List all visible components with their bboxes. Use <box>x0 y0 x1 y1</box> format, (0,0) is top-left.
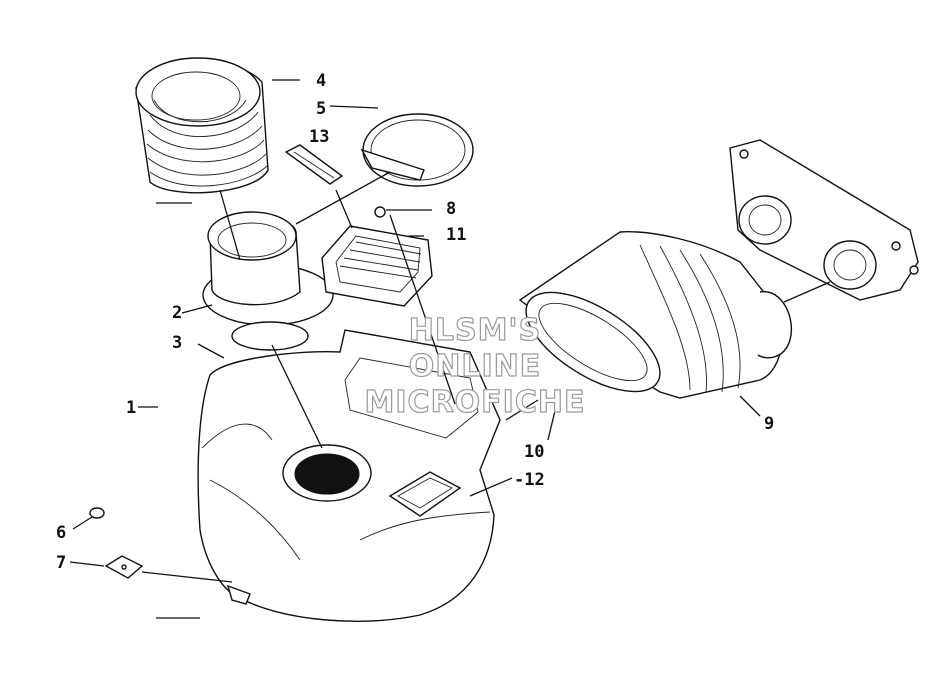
part-5-clamp <box>360 113 474 187</box>
callout-7: 7 <box>56 553 66 573</box>
part-4-bellows-boot <box>135 57 269 194</box>
callout-1: 1 <box>126 398 136 418</box>
watermark-line-3: MICROFICHE <box>365 385 586 420</box>
callout-8: 8 <box>446 199 456 219</box>
watermark: HLSM'S ONLINE MICROFICHE <box>364 312 586 420</box>
watermark-line-1: HLSM'S <box>409 313 541 348</box>
part-1-air-box <box>197 329 501 622</box>
part-2-inlet-adapter <box>202 211 334 326</box>
part-11-filter-element <box>321 225 433 307</box>
callout-6: 6 <box>56 523 66 543</box>
carburetor-assembly <box>729 139 919 301</box>
callout-5: 5 <box>316 99 326 119</box>
callout-4: 4 <box>316 71 326 91</box>
callout-3: 3 <box>172 333 182 353</box>
callout-11: 11 <box>446 225 466 245</box>
part-6-grommet <box>89 507 105 519</box>
callout-12: -12 <box>514 470 545 490</box>
callout-13: 13 <box>309 127 329 147</box>
watermark-line-2: ONLINE <box>409 349 542 384</box>
part-13-detail <box>293 151 335 179</box>
leader-lines <box>69 79 831 583</box>
callout-9: 9 <box>764 414 774 434</box>
part-8-screw <box>374 206 386 218</box>
callout-10: 10 <box>524 442 544 462</box>
part-9-intake-duct <box>518 231 792 399</box>
part-3-gasket <box>231 321 309 351</box>
part-7-hole <box>121 564 127 570</box>
callout-2: 2 <box>172 303 182 323</box>
